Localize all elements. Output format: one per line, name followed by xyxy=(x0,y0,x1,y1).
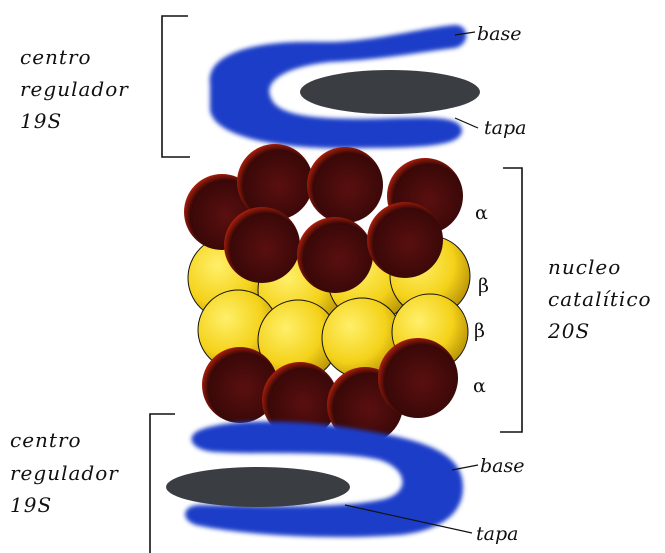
core-label-line-3: 20S xyxy=(547,319,590,343)
bottom-lid-label: tapa xyxy=(476,523,518,545)
bottom-regulator: centro regulador 19S base tapa xyxy=(10,414,525,553)
alpha-subunit xyxy=(237,144,313,220)
ring-label-beta-2: β xyxy=(474,320,485,342)
bottom-label-line-2: regulador xyxy=(10,461,119,485)
alpha-subunit xyxy=(307,147,383,223)
top-base-label: base xyxy=(477,23,522,45)
top-label-line-3: 19S xyxy=(20,109,62,133)
catalytic-core: α β β α nucleo catalítico 20S xyxy=(184,144,652,443)
alpha-subunit xyxy=(367,202,443,278)
top-lid-label: tapa xyxy=(484,117,526,139)
core-label-line-2: catalítico xyxy=(548,287,652,311)
ring-label-alpha-bottom: α xyxy=(473,375,486,397)
top-regulator: centro regulador 19S base tapa xyxy=(20,16,526,157)
bottom-base-label: base xyxy=(480,455,525,477)
ring-label-beta-1: β xyxy=(478,275,489,297)
alpha-subunit xyxy=(378,338,458,418)
core-label-line-1: nucleo xyxy=(548,255,621,279)
top-label-line-1: centro xyxy=(20,45,92,69)
alpha-subunit xyxy=(224,207,300,283)
bottom-label-line-1: centro xyxy=(10,428,82,452)
alpha-subunit xyxy=(297,217,373,293)
bracket-top xyxy=(162,16,190,157)
ring-label-alpha-top: α xyxy=(475,202,488,224)
bottom-label-line-3: 19S xyxy=(10,493,52,517)
top-label-line-2: regulador xyxy=(20,77,129,101)
top-lid-shape xyxy=(300,70,480,114)
bracket-core xyxy=(500,168,522,432)
bottom-lid-shape xyxy=(166,467,350,507)
